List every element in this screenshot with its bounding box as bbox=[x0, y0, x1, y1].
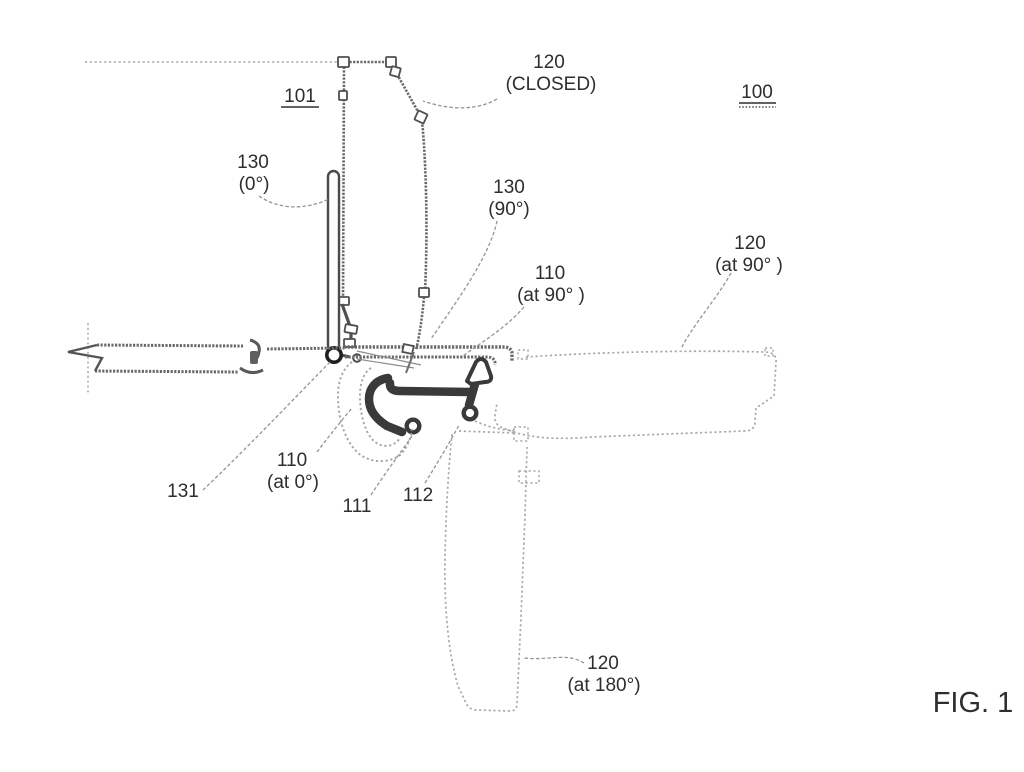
leader-120-90 bbox=[680, 272, 732, 350]
bracket-110-90deg bbox=[364, 357, 494, 437]
label-110-90-state: (at 90° ) bbox=[517, 285, 585, 306]
figure-caption: FIG. 1 bbox=[933, 687, 1014, 719]
label-100: 100 bbox=[741, 82, 773, 103]
label-110-0-num: 110 bbox=[277, 450, 307, 471]
leader-120-closed bbox=[422, 98, 498, 109]
label-130-90-state: (90°) bbox=[488, 199, 529, 220]
joint-node bbox=[338, 90, 348, 101]
break-symbol bbox=[67, 343, 104, 372]
label-130-0-num: 130 bbox=[237, 152, 269, 173]
label-111: 111 bbox=[343, 496, 372, 517]
leader-120-180 bbox=[523, 656, 585, 664]
panel-120-closed-outline bbox=[336, 56, 430, 351]
panel-corner-node bbox=[517, 349, 529, 360]
support-rail-right bbox=[344, 342, 514, 374]
leader-111 bbox=[370, 435, 413, 496]
leader-130-0 bbox=[258, 195, 330, 208]
panel-120-90deg-dotted bbox=[494, 347, 777, 440]
leader-131 bbox=[202, 361, 331, 491]
joint-node bbox=[385, 56, 397, 68]
pivot-131-circle bbox=[324, 345, 343, 364]
label-120-closed-num: 120 bbox=[533, 52, 565, 73]
leader-130-90 bbox=[430, 220, 498, 340]
label-131: 131 bbox=[167, 481, 199, 502]
support-beam-left bbox=[67, 323, 345, 394]
label-112: 112 bbox=[403, 485, 433, 506]
hook-connector bbox=[239, 366, 264, 375]
label-110-90-num: 110 bbox=[535, 263, 565, 284]
roller-111 bbox=[404, 417, 422, 435]
joint-node bbox=[418, 287, 430, 298]
leader-110-0 bbox=[316, 407, 353, 453]
panel-joint-node bbox=[518, 470, 540, 484]
leader-112 bbox=[424, 424, 460, 484]
label-120-180-num: 120 bbox=[587, 653, 619, 674]
hinge-linkage bbox=[324, 303, 362, 364]
joint-node bbox=[343, 323, 359, 335]
label-101: 101 bbox=[284, 86, 316, 107]
joint-node bbox=[401, 342, 415, 356]
label-120-90-state: (at 90° ) bbox=[715, 255, 783, 276]
reference-labels: 101 100 120 (CLOSED) 130 (0°) 130 (90°) … bbox=[167, 52, 783, 696]
label-110-0-state: (at 0°) bbox=[267, 472, 319, 493]
joint-node bbox=[413, 109, 429, 125]
panel-corner-node bbox=[764, 347, 774, 357]
bracket-110-0deg-dotted bbox=[336, 361, 413, 463]
panel-120-180deg-dotted bbox=[444, 420, 540, 712]
label-120-90-num: 120 bbox=[734, 233, 766, 254]
label-130-0-state: (0°) bbox=[239, 174, 270, 195]
hook-block bbox=[250, 351, 258, 364]
label-120-closed-state: (CLOSED) bbox=[506, 74, 597, 95]
label-130-90-num: 130 bbox=[493, 177, 525, 198]
strut-130-90deg-end bbox=[405, 351, 415, 374]
label-120-180-state: (at 180°) bbox=[567, 675, 640, 696]
bracket-tab bbox=[465, 357, 494, 386]
roller-112 bbox=[461, 404, 479, 422]
joint-node bbox=[337, 56, 350, 68]
panel-joint-node bbox=[513, 426, 529, 442]
joint-node bbox=[389, 65, 402, 78]
leader-110-90 bbox=[462, 306, 525, 357]
leader-lines bbox=[202, 98, 732, 664]
strut-130-0deg bbox=[326, 169, 341, 353]
